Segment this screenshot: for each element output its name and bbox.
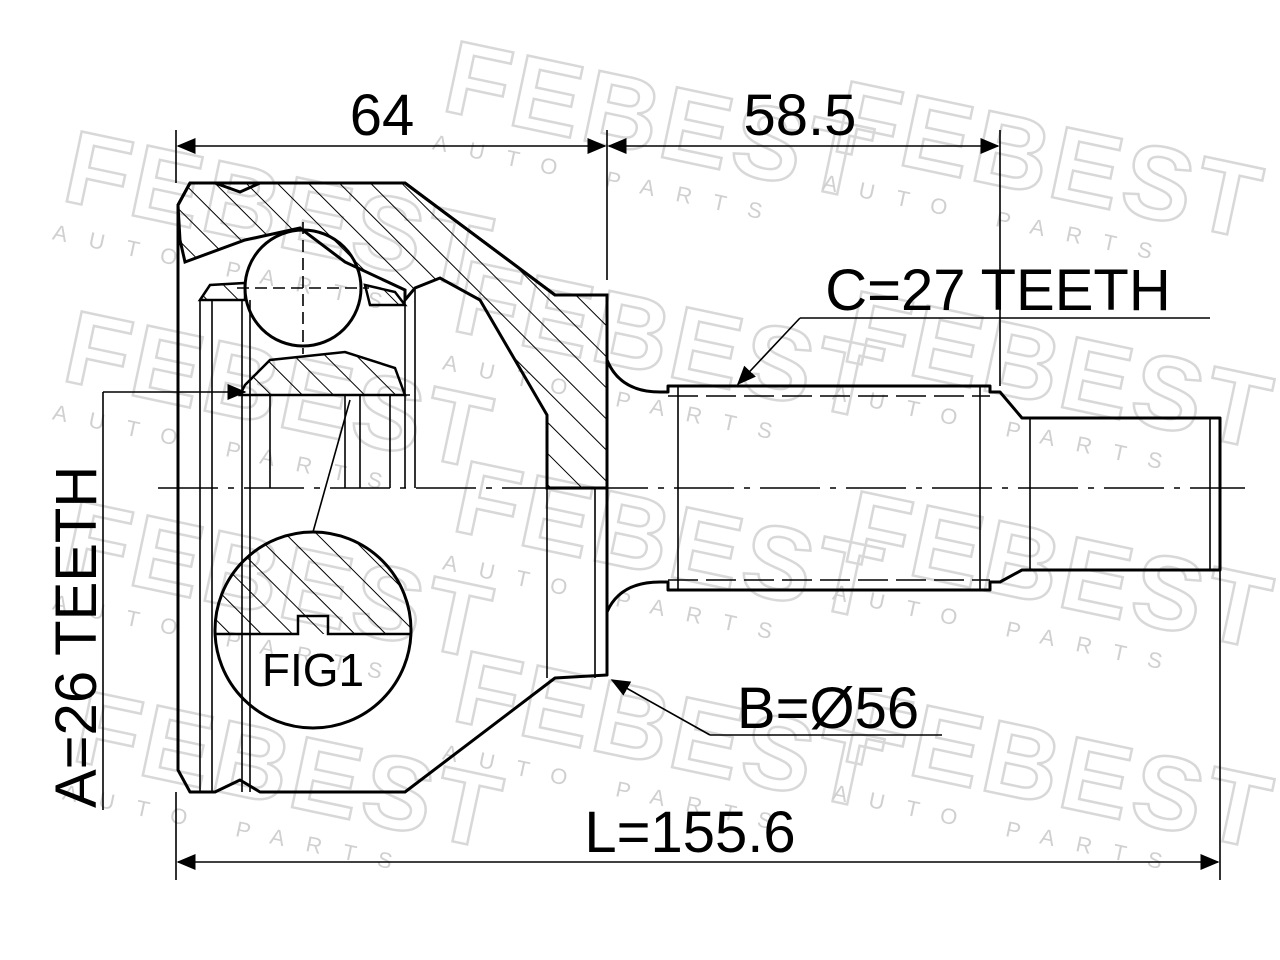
leader-arrow — [610, 679, 711, 736]
dimension-diameter: B=Ø56 — [610, 676, 942, 741]
dimension-label-64: 64 — [350, 83, 415, 148]
fig1-spline-profile — [215, 614, 411, 636]
dimension-label-58-5: 58.5 — [744, 83, 857, 148]
fig1-label: FIG1 — [262, 644, 364, 696]
watermark-layer: FEBEST AUTO PARTS FEBEST AUTO PARTS FEBE… — [51, 18, 1280, 879]
label-a-teeth: A=26 TEETH — [44, 466, 109, 808]
dimension-total-length: L=155.6 — [175, 570, 1221, 880]
label-c-teeth: C=27 TEETH — [825, 258, 1170, 323]
cage-hatched — [197, 281, 247, 302]
cage-hatched — [363, 283, 408, 307]
dimension-stem-length: 58.5 — [607, 83, 1001, 386]
dimension-outer-teeth: C=27 TEETH — [736, 258, 1210, 386]
output-shaft — [605, 359, 1222, 613]
dimension-label-total: L=155.6 — [584, 800, 795, 865]
dimension-bell-length: 64 — [175, 83, 608, 280]
fig1-leader-line — [312, 399, 351, 533]
leader-arrow — [736, 317, 801, 386]
joint-housing — [176, 181, 609, 794]
label-b-diameter: B=Ø56 — [737, 676, 919, 741]
housing-outline — [176, 181, 609, 794]
shaft-outline — [605, 359, 1222, 613]
dimension-inner-teeth: A=26 TEETH — [44, 384, 247, 810]
